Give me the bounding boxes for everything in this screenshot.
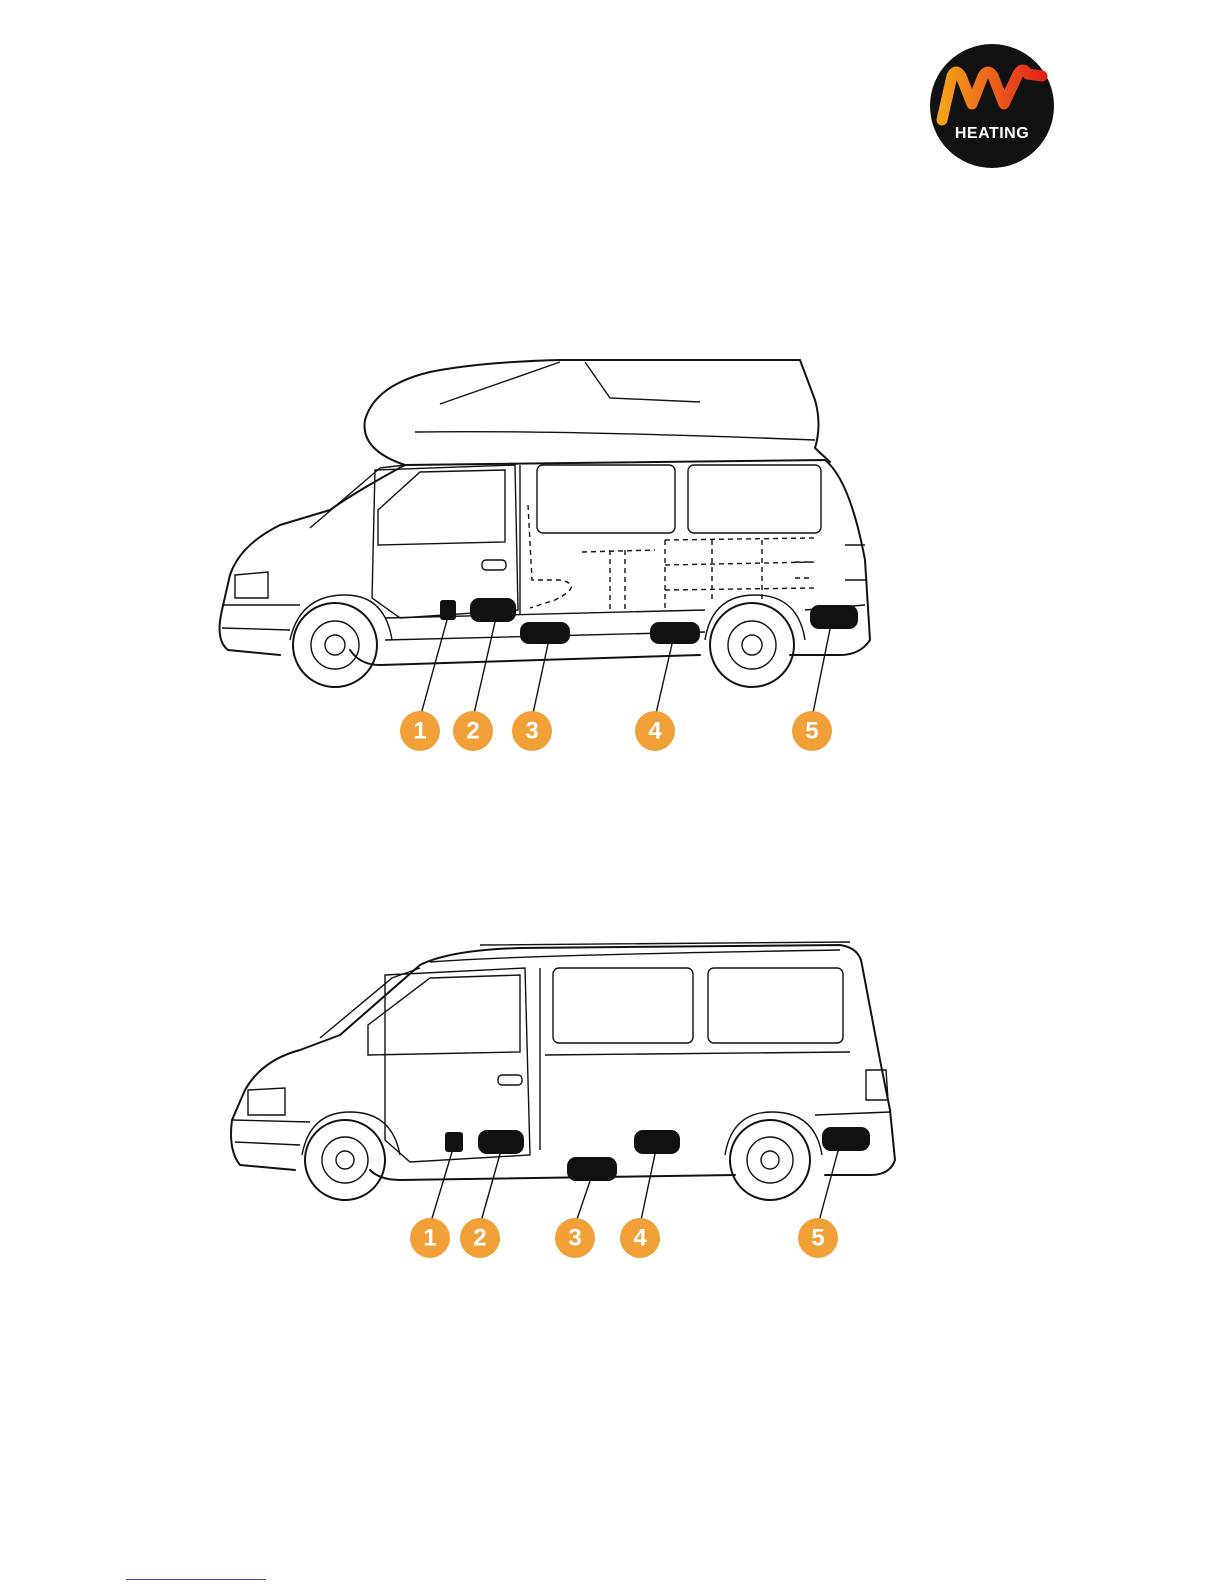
svg-text:5: 5 bbox=[811, 1225, 824, 1252]
heater-outlet-icon bbox=[478, 1130, 524, 1154]
svg-text:4: 4 bbox=[648, 718, 662, 745]
callout-2: 2 bbox=[460, 1218, 500, 1258]
footer-rule bbox=[126, 1579, 266, 1580]
mv-heating-logo: HEATING bbox=[928, 42, 1056, 170]
callout-4: 4 bbox=[635, 711, 675, 751]
van-body bbox=[231, 942, 895, 1200]
svg-text:3: 3 bbox=[568, 1225, 581, 1252]
front-wheel bbox=[293, 603, 377, 687]
callout-3: 3 bbox=[555, 1218, 595, 1258]
standard-van-diagram: 1 2 3 4 5 bbox=[0, 930, 1225, 1260]
callouts: 1 2 3 4 5 bbox=[400, 711, 832, 751]
control-unit-icon bbox=[445, 1132, 463, 1152]
high-top-van-diagram: 1 2 3 4 5 bbox=[0, 340, 1225, 760]
heater-outlet-icon bbox=[567, 1157, 617, 1181]
heater-outlet-icon bbox=[634, 1130, 680, 1154]
callout-1: 1 bbox=[410, 1218, 450, 1258]
heater-outlet-icon bbox=[822, 1127, 870, 1151]
svg-text:4: 4 bbox=[633, 1225, 647, 1252]
svg-text:3: 3 bbox=[525, 718, 538, 745]
heater-components bbox=[445, 1127, 870, 1181]
callout-5: 5 bbox=[798, 1218, 838, 1258]
rear-wheel bbox=[730, 1120, 810, 1200]
svg-text:2: 2 bbox=[473, 1225, 486, 1252]
rear-wheel bbox=[710, 603, 794, 687]
svg-text:1: 1 bbox=[423, 1225, 436, 1252]
logo-text: HEATING bbox=[928, 125, 1056, 143]
heater-outlet-icon bbox=[650, 622, 700, 644]
callouts: 1 2 3 4 5 bbox=[410, 1218, 838, 1258]
callout-1: 1 bbox=[400, 711, 440, 751]
heater-outlet-icon bbox=[520, 622, 570, 644]
logo-mark-icon bbox=[928, 42, 1056, 170]
control-unit-icon bbox=[440, 600, 456, 620]
front-wheel bbox=[305, 1120, 385, 1200]
heater-outlet-icon bbox=[810, 605, 858, 629]
callout-5: 5 bbox=[792, 711, 832, 751]
svg-text:2: 2 bbox=[466, 718, 479, 745]
callout-3: 3 bbox=[512, 711, 552, 751]
svg-text:5: 5 bbox=[805, 718, 818, 745]
svg-text:1: 1 bbox=[413, 718, 426, 745]
leader-lines bbox=[430, 1151, 838, 1225]
heater-outlet-icon bbox=[470, 598, 516, 622]
callout-2: 2 bbox=[453, 711, 493, 751]
callout-4: 4 bbox=[620, 1218, 660, 1258]
